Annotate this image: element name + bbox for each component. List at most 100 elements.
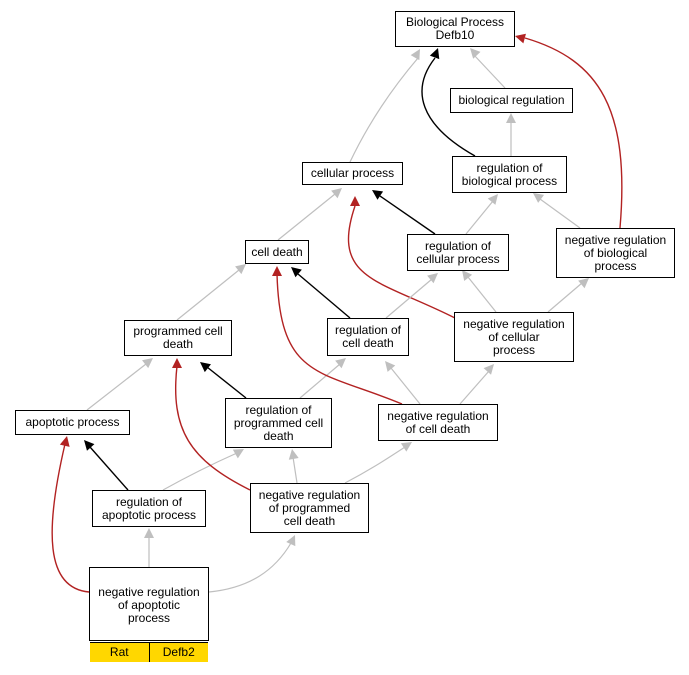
is-a-edge	[459, 364, 494, 405]
edge-line	[524, 37, 623, 229]
regulates-edge	[372, 190, 436, 235]
edge-line	[390, 367, 421, 405]
edge-line	[467, 276, 497, 313]
edge-line	[162, 452, 238, 491]
edge-line	[175, 365, 251, 491]
arrow-head	[483, 364, 494, 375]
arrow-head	[272, 266, 282, 276]
is-a-edge	[176, 264, 246, 321]
node-cell-death[interactable]: cell death	[245, 240, 309, 264]
is-a-edge	[299, 358, 346, 399]
is-a-edge	[86, 358, 153, 411]
arrow-head	[533, 193, 545, 203]
leaf-label: negative regulation of apoptotic process	[98, 584, 200, 625]
arrow-head	[235, 264, 246, 275]
edge-line	[379, 195, 436, 235]
edge-line	[385, 278, 433, 319]
is-a-edge	[470, 48, 506, 89]
node-apoptotic-process[interactable]: apoptotic process	[15, 410, 130, 435]
node-regulation-of-cellular-process[interactable]: regulation of cellular process	[407, 234, 509, 271]
arrow-head	[487, 194, 498, 205]
edge-line	[473, 54, 506, 89]
arrow-head	[288, 449, 299, 460]
node-negative-regulation-of-apoptotic-process[interactable]: negative regulation of apoptotic process…	[89, 567, 209, 662]
edge-line	[297, 273, 351, 319]
node-biological-regulation[interactable]: biological regulation	[450, 88, 573, 113]
is-a-edge	[547, 278, 589, 313]
node-regulation-of-cell-death[interactable]: regulation of cell death	[327, 318, 409, 356]
arrow-head	[286, 535, 296, 547]
ontology-graph	[51, 33, 623, 593]
edge-line	[299, 363, 341, 399]
is-a-edge	[465, 194, 498, 235]
is-a-edge	[462, 270, 497, 313]
arrow-head	[385, 361, 396, 372]
arrow-head	[142, 358, 153, 369]
node-cellular-process[interactable]: cellular process	[302, 162, 403, 185]
edge-line	[547, 282, 583, 313]
regulates-edge	[291, 267, 351, 319]
arrow-head	[59, 436, 70, 447]
arrow-head	[427, 273, 438, 284]
arrow-head	[515, 33, 526, 44]
arrow-head	[172, 358, 182, 368]
arrow-head	[200, 362, 211, 373]
regulates-edge	[421, 48, 476, 157]
arrow-head	[84, 440, 95, 451]
edge-line	[459, 370, 490, 405]
regulates-edge	[200, 362, 247, 399]
arrow-head	[410, 49, 420, 61]
regulates-edge	[84, 440, 129, 491]
edge-line	[89, 446, 129, 491]
is-a-edge	[288, 449, 299, 484]
edge-line	[421, 57, 476, 157]
negatively-regulates-edge	[51, 436, 90, 593]
edge-line	[292, 456, 298, 484]
is-a-edge	[385, 361, 421, 405]
negatively-regulates-edge	[515, 33, 623, 229]
arrow-head	[506, 113, 516, 123]
arrow-head	[400, 442, 412, 452]
arrow-head	[578, 278, 589, 289]
arrow-head	[350, 196, 360, 206]
is-a-edge	[344, 442, 412, 484]
arrow-head	[372, 190, 384, 200]
arrow-head	[331, 188, 342, 199]
edge-line	[176, 269, 240, 321]
node-regulation-of-apoptotic-process[interactable]: regulation of apoptotic process	[92, 490, 206, 527]
node-negative-regulation-of-cell-death[interactable]: negative regulation of cell death	[378, 404, 498, 441]
node-negative-regulation-of-biological-process[interactable]: negative regulation of biological proces…	[556, 228, 675, 278]
edge-line	[347, 205, 456, 319]
tag-defb2: Defb2	[148, 643, 208, 662]
edge-line	[344, 446, 406, 484]
edge-line	[51, 443, 90, 593]
node-regulation-of-biological-process[interactable]: regulation of biological process	[452, 156, 567, 193]
leaf-tags: Rat Defb2	[90, 642, 208, 662]
arrow-head	[429, 48, 440, 60]
edge-line	[86, 363, 147, 411]
node-negative-regulation-of-programmed-cell-death[interactable]: negative regulation of programmed cell d…	[250, 483, 369, 533]
edge-line	[465, 200, 494, 235]
negatively-regulates-edge	[172, 358, 251, 491]
is-a-edge	[162, 449, 244, 491]
is-a-edge	[385, 273, 438, 319]
arrow-head	[470, 48, 481, 59]
arrow-head	[335, 358, 346, 369]
node-biological-process[interactable]: Biological Process Defb10	[395, 11, 515, 47]
edge-line	[539, 198, 581, 229]
arrow-head	[144, 528, 154, 538]
edge-line	[277, 193, 336, 241]
negatively-regulates-edge	[272, 266, 403, 405]
node-negative-regulation-of-cellular-process[interactable]: negative regulation of cellular process	[454, 312, 574, 362]
edge-line	[206, 366, 247, 399]
node-programmed-cell-death[interactable]: programmed cell death	[124, 320, 232, 356]
edge-line	[349, 57, 419, 163]
edge-line	[208, 542, 292, 593]
is-a-edge	[349, 49, 420, 163]
negatively-regulates-edge	[347, 196, 456, 319]
is-a-edge	[208, 535, 296, 593]
is-a-edge	[506, 113, 516, 156]
is-a-edge	[533, 193, 581, 229]
node-regulation-of-programmed-cell-death[interactable]: regulation of programmed cell death	[225, 398, 332, 448]
is-a-edge	[277, 188, 342, 241]
